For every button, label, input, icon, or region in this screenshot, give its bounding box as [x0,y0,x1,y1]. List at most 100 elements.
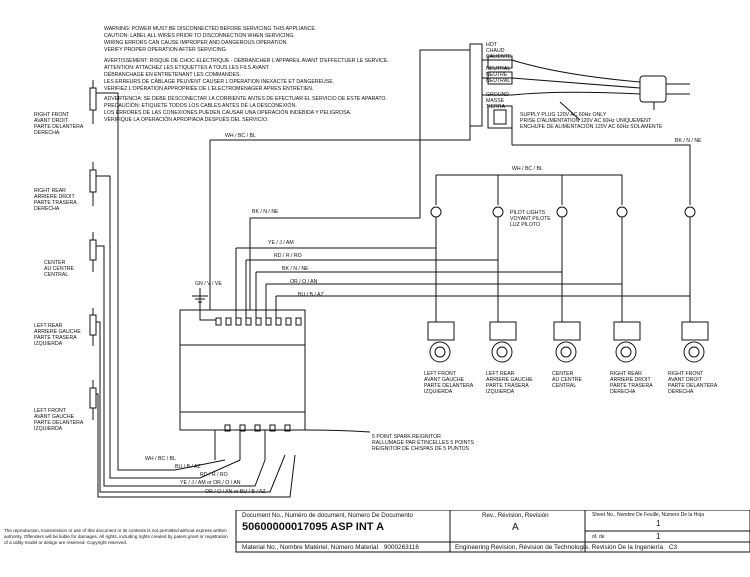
power-label-line: NEUTRE [486,72,508,78]
ground-icon [192,288,216,321]
wire-label: WH / BC / BL [225,133,256,139]
control-terminals [215,317,302,326]
valve-label-line: AU CENTRE [552,377,583,383]
warning-line: PRECAUCIÓN: ETIQUETE TODOS LOS CABLES AN… [104,102,297,109]
valve-label-line: DERECHA [610,389,636,395]
valve-label-line: AVANT DROIT [668,377,703,383]
wire-label: OR / O / AN or BU / B / AZ [205,489,266,495]
svg-text:WARNING: POWER MUST BE DISCONN: WARNING: POWER MUST BE DISCONNECTED BEFO… [104,26,316,53]
legal-line: of a utility model or design are reserve… [4,540,128,545]
sheet-value: 1 [656,519,661,528]
electrode-label-line: AU CENTRE [44,266,75,272]
valve-label-line: CENTRAL [552,383,576,389]
pilot-label-line: VOYANT PILOTE [510,216,551,222]
valve-label-line: PARTE TRASERA [486,383,529,389]
power-label-line: CHAUD [486,48,505,54]
warning-line: VERIFIQUE LA OPERACIÓN APROPIADA DESPUÉS… [104,116,268,123]
wire-label: BU / B / AZ [298,292,324,298]
electrode-label-line: PARTE TRASERA [34,335,77,341]
wire-label: OR / O / AN [290,279,318,285]
electrode-label-line: AVANT GAUCHE [34,414,75,420]
valve-label-line: PARTE DELANTERA [668,383,718,389]
valve-label-line: AVANT GAUCHE [424,377,465,383]
valve-label-line: IZQUIERDA [486,389,515,395]
wire-label: WH / BC / BL [512,166,543,172]
warning-line: VERIFY PROPER OPERATION AFTER SERVICING. [104,47,227,53]
wire-labels: WH / BC / BL BK / N / NE WH / BC / BL BK… [145,133,702,495]
valve-label-line: CENTER [552,371,574,377]
power-label-line: CALIENTE [486,54,512,60]
wire-label: RD / R / RO [200,472,228,478]
wire-label: GN / V / VE [195,281,222,287]
warning-line: DÉBRANCHAGE EN ENTRETENANT LES COMMANDES… [104,71,241,78]
eng-rev-label-text: Engineering Revision, Révision de Techno… [455,544,664,551]
valve-label-line: PARTE TRASERA [610,383,653,389]
electrode-label-line: DERECHA [34,130,60,136]
electrode-label-line: ARRIERE DROIT [34,194,75,200]
terminal-block [469,43,483,127]
power-label-line: ENCHUFE DE ALIMENTACIÓN 120V AC 60Hz SOL… [520,123,663,130]
electrode-label-line: LEFT FRONT [34,408,67,414]
svg-text:AVERTISSEMENT: RISQUE DE CHOC: AVERTISSEMENT: RISQUE DE CHOC ELECTRIQUE… [104,58,389,92]
power-label-line: GROUND [486,92,509,98]
power-label-line: HOT [486,42,498,48]
wire-label: YE / J / AM [268,240,294,246]
wire-label: BK / N / NE [675,138,702,144]
electrode-label-line: LEFT REAR [34,323,63,329]
power-label-line: NEUTRAL [486,66,510,72]
electrode-label-line: IZQUIERDA [34,426,63,432]
ignitor-label-line: REIGNITOR DE CHISPAS DE 5 PUNTOS [372,446,470,452]
valve-label-line: ARRIERE GAUCHE [486,377,533,383]
ignitor-label-line: RALLUMAGE PAR ÉTINCELLES 5 POINTS [372,439,474,446]
legal-line: The reproduction, transmission or use of… [4,528,227,533]
material-number: 9000263116 [383,544,419,551]
wire-label: BK / N / NE [282,266,309,272]
svg-text:ADVERTENCIA: SE DEBE DESCONECT: ADVERTENCIA: SE DEBE DESCONECTAR LA CORR… [104,96,387,123]
rev-value: A [512,522,519,533]
rev-label: Rev., Révision, Revisión [482,512,549,519]
wiring-schematic: WARNING: POWER MUST BE DISCONNECTED BEFO… [34,26,718,498]
legal-line: authority. Offenders will be liable for … [4,534,228,539]
electrode-label-line: PARTE DELANTERA [34,124,84,130]
wire-label: BK / N / NE [252,209,279,215]
power-label-line: MASSE [486,98,505,104]
warning-line: CAUTION: LABEL ALL WIRES PRIOR TO DISCON… [104,33,295,39]
sheet-label: Sheet No., Nombre De Feuille, Número De … [592,512,704,518]
pilot-label-line: LUZ PILOTO [510,222,540,228]
valve-label-line: RIGHT FRONT [668,371,704,377]
of-value: 1 [656,532,661,541]
eng-rev-label: Engineering Revision, Révision de Techno… [455,544,677,551]
warning-line: LOS ERRORES DE LAS CONEXIONES PUEDEN CAU… [104,109,351,116]
wire-label: BU / B / AZ [175,464,201,470]
electrode-label-line: AVANT DROIT [34,118,69,124]
valve-label-line: LEFT FRONT [424,371,457,377]
plug-icon [639,75,690,110]
valve-label-line: IZQUIERDA [424,389,453,395]
valve-label-line: LEFT REAR [486,371,515,377]
warning-line: WIRING ERRORS CAN CAUSE IMPROPER AND DAN… [104,40,288,46]
ignitor-label-line: 5 POINT SPARK REIGNITOR [372,434,441,440]
valve-label-line: ARRIERE DROIT [610,377,651,383]
wire-label: YE / J / AM or OR / O / AN [180,480,241,486]
power-label-line: NEUTRAL [486,78,510,84]
title-block-frame [235,510,750,553]
electrode-label-line: RIGHT REAR [34,188,66,194]
warning-line: WARNING: POWER MUST BE DISCONNECTED BEFO… [104,26,316,32]
warning-line: LES ERREURS DE CÂBLAGE PEUVENT CAUSER L'… [104,78,334,85]
electrode-label-line: RIGHT FRONT [34,112,70,118]
material-label: Material No., Nombre Matériel, Número Ma… [242,544,419,551]
doc-label: Document No., Numéro de document, Número… [242,512,413,519]
